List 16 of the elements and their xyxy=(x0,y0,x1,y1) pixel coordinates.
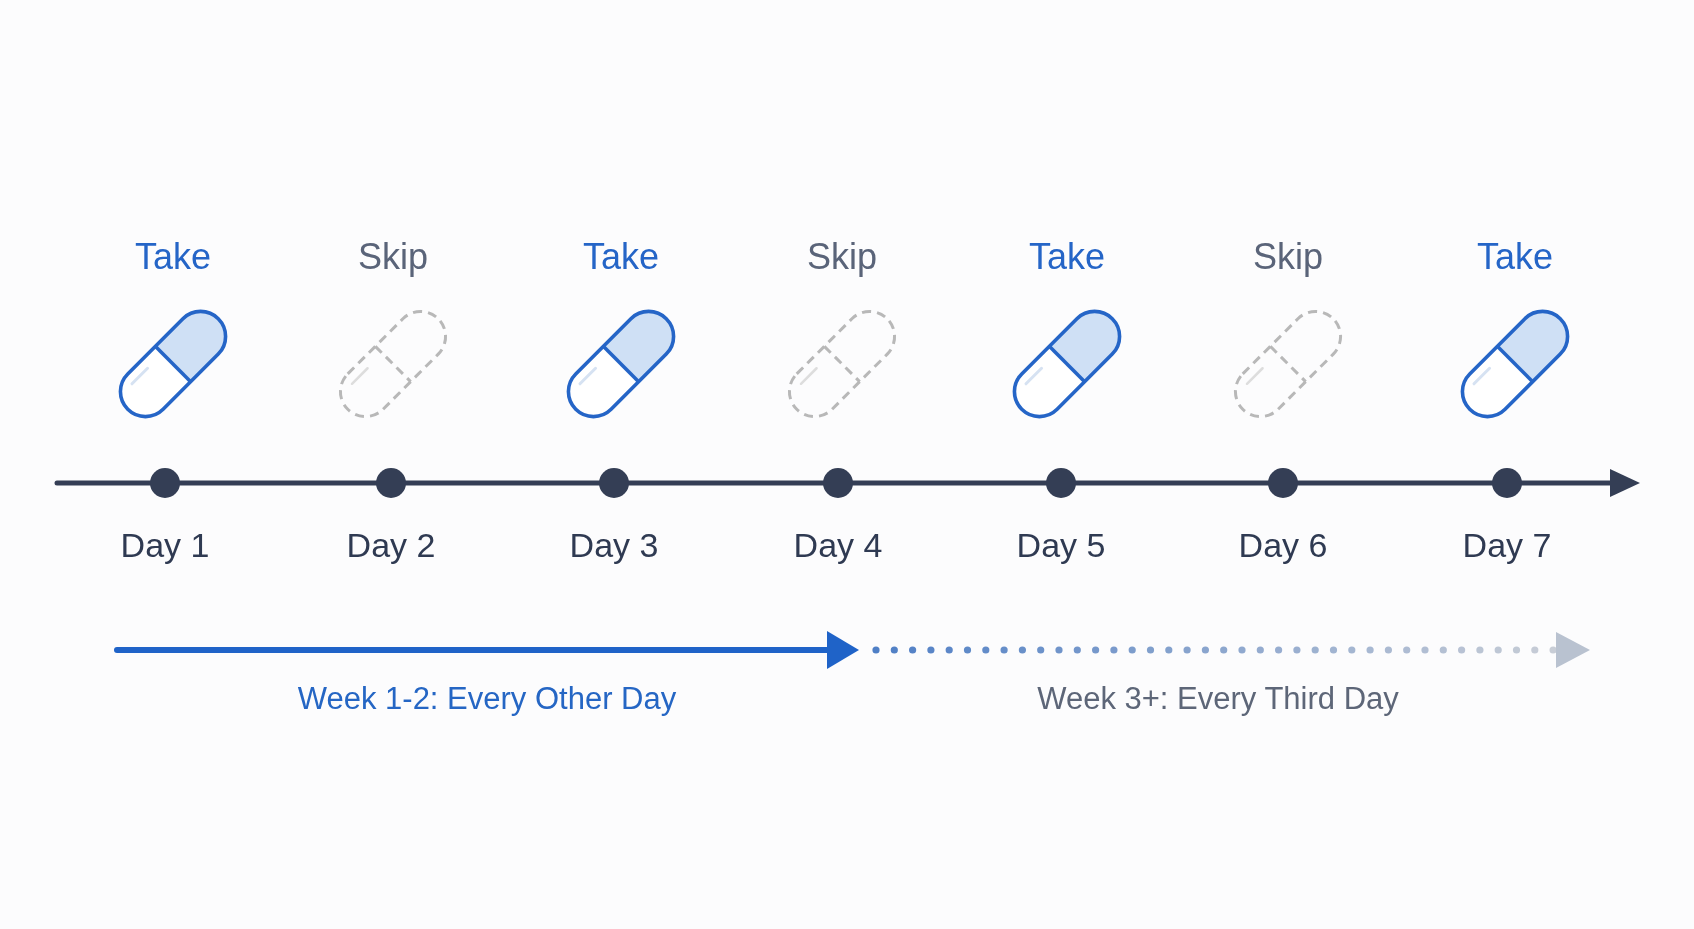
dose-label: Skip xyxy=(1253,236,1323,278)
dose-label: Take xyxy=(1477,236,1553,278)
day-label: Day 6 xyxy=(1238,526,1328,566)
day-label: Day 4 xyxy=(793,526,883,566)
period-label: Week 1-2: Every Other Day xyxy=(297,681,677,717)
dose-label: Take xyxy=(1029,236,1105,278)
day-label: Day 5 xyxy=(1016,526,1106,566)
dose-label: Skip xyxy=(358,236,428,278)
dose-label: Take xyxy=(583,236,659,278)
dose-label: Skip xyxy=(807,236,877,278)
day-label: Day 3 xyxy=(569,526,659,566)
day-label: Day 2 xyxy=(346,526,436,566)
period-label: Week 3+: Every Third Day xyxy=(1037,681,1399,717)
dose-label: Take xyxy=(135,236,211,278)
day-label: Day 1 xyxy=(120,526,210,566)
day-label: Day 7 xyxy=(1462,526,1552,566)
